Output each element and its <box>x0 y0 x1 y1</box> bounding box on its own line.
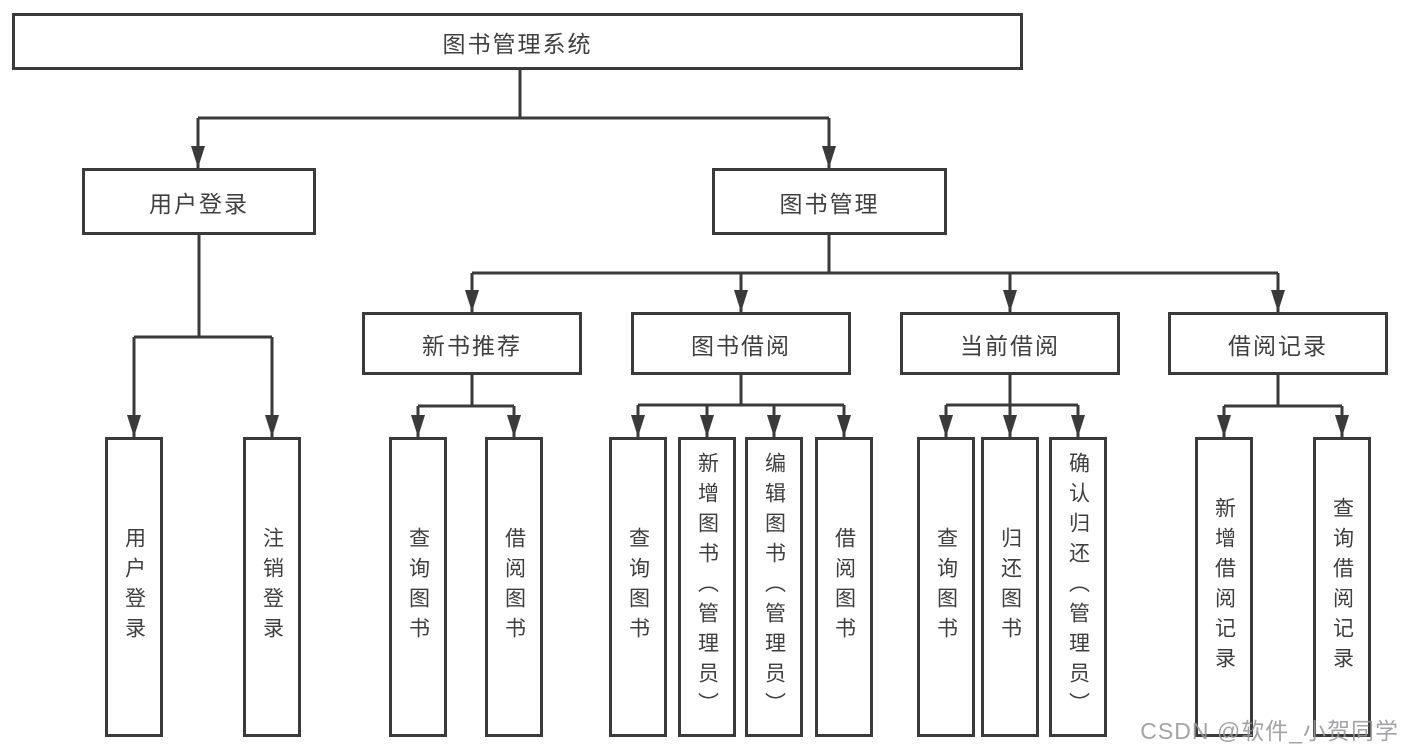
leaf-add-borrow-record-label: 新增借阅记录 <box>1212 497 1236 677</box>
node-book-borrow: 图书借阅 <box>631 312 851 375</box>
leaf-confirm-return-admin: 确认归还（管理员） <box>1049 437 1107 737</box>
leaf-query-books-recommend-label: 查询图书 <box>406 527 430 647</box>
node-book-management-label: 图书管理 <box>779 190 880 217</box>
node-borrow-records-label: 借阅记录 <box>1228 332 1328 359</box>
leaf-query-books-borrow: 查询图书 <box>609 437 667 737</box>
leaf-add-borrow-record: 新增借阅记录 <box>1195 437 1253 737</box>
leaf-return-books: 归还图书 <box>981 437 1039 737</box>
node-new-book-recommend: 新书推荐 <box>362 312 582 375</box>
node-book-management: 图书管理 <box>712 168 947 235</box>
leaf-query-books-recommend: 查询图书 <box>389 437 447 737</box>
leaf-query-borrow-record: 查询借阅记录 <box>1313 437 1371 737</box>
node-book-borrow-label: 图书借阅 <box>691 332 791 359</box>
leaf-borrow-books-label: 借阅图书 <box>832 527 856 647</box>
node-current-borrow: 当前借阅 <box>900 312 1120 375</box>
node-current-borrow-label: 当前借阅 <box>960 332 1060 359</box>
leaf-borrow-books: 借阅图书 <box>815 437 873 737</box>
node-root: 图书管理系统 <box>12 13 1023 70</box>
leaf-logout: 注销登录 <box>243 437 301 737</box>
leaf-logout-label: 注销登录 <box>260 527 284 647</box>
leaf-confirm-return-admin-label: 确认归还（管理员） <box>1066 452 1090 722</box>
leaf-borrow-books-recommend-label: 借阅图书 <box>502 527 526 647</box>
leaf-user-login-label: 用户登录 <box>122 527 146 647</box>
csdn-watermark: CSDN @软件_小贺同学 <box>1140 718 1399 744</box>
leaf-query-borrow-record-label: 查询借阅记录 <box>1330 497 1354 677</box>
connector-skeleton <box>134 70 1342 408</box>
leaf-borrow-books-recommend: 借阅图书 <box>485 437 543 737</box>
leaf-query-books-borrow-label: 查询图书 <box>626 527 650 647</box>
leaf-add-books-admin: 新增图书（管理员） <box>678 437 736 737</box>
node-user-login: 用户登录 <box>82 168 316 235</box>
node-user-login-label: 用户登录 <box>149 190 249 217</box>
leaf-user-login: 用户登录 <box>105 437 163 737</box>
leaf-query-books-current: 查询图书 <box>917 437 975 737</box>
leaf-edit-books-admin-label: 编辑图书（管理员） <box>762 452 786 722</box>
leaf-return-books-label: 归还图书 <box>998 527 1022 647</box>
leaf-add-books-admin-label: 新增图书（管理员） <box>695 452 719 722</box>
node-borrow-records: 借阅记录 <box>1168 312 1388 375</box>
node-new-book-recommend-label: 新书推荐 <box>422 332 522 359</box>
node-root-label: 图书管理系统 <box>442 30 593 57</box>
leaf-query-books-current-label: 查询图书 <box>934 527 958 647</box>
leaf-edit-books-admin: 编辑图书（管理员） <box>745 437 803 737</box>
